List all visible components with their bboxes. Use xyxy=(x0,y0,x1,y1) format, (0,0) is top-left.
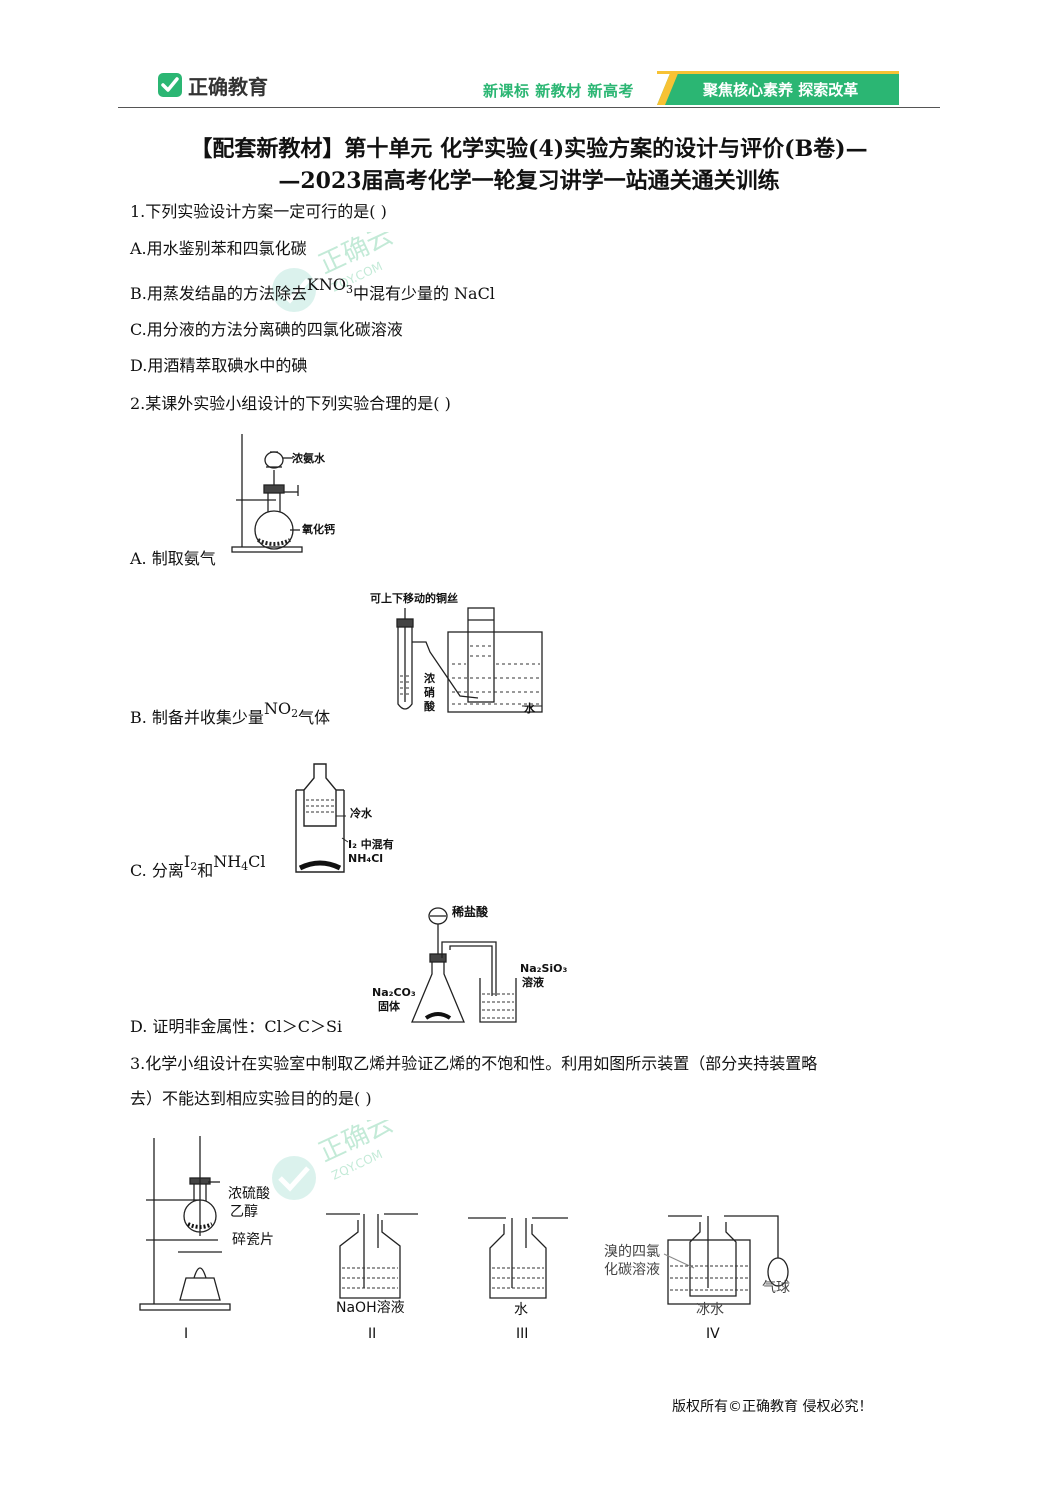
fig3-numeral-4: IV xyxy=(706,1326,720,1342)
q2-figure-d: 稀盐酸 Na₂CO₃ 固体 Na₂SiO₃ 溶液 xyxy=(372,904,567,1023)
fig3-numeral-1: I xyxy=(184,1326,188,1342)
fig3-label-bromine-2: 化碳溶液 xyxy=(604,1262,660,1278)
header-divider xyxy=(118,107,940,108)
q1-option-b-post: 中混有少量的 NaCl xyxy=(352,284,495,303)
fig3-label-naoh: NaOH溶液 xyxy=(336,1300,405,1316)
watermark-logo-2: 正确云 ZQY.COM xyxy=(272,1120,398,1200)
header-banner-text: 聚焦核心素养 探索改革 xyxy=(703,81,859,99)
fig3-numeral-3: III xyxy=(516,1326,528,1342)
q1-option-b-pre: B.用蒸发结晶的方法除去 xyxy=(130,284,307,303)
q1-stem: 1.下列实验设计方案一定可行的是( ) xyxy=(130,202,387,221)
fig3-label-bromine-1: 溴的四氯 xyxy=(604,1244,660,1260)
q3-stem-line-1: 3.化学小组设计在实验室中制取乙烯并验证乙烯的不饱和性。利用如图所示装置（部分夹… xyxy=(130,1054,818,1073)
fig3-label-balloon: 气球 xyxy=(762,1280,790,1296)
q2-stem: 2.某课外实验小组设计的下列实验合理的是( ) xyxy=(130,394,451,413)
logo-text: 正确教育 xyxy=(188,74,268,99)
q1-option-c: C.用分液的方法分离碘的四氯化碳溶液 xyxy=(130,320,403,339)
fig-d-label-na2co3-1: Na₂CO₃ xyxy=(372,986,416,999)
fig-c-label-mix-2: NH₄Cl xyxy=(348,852,383,865)
q2-figure-a: 浓氨水 氧化钙 xyxy=(231,434,335,553)
brand-logo: 正确教育 xyxy=(158,70,268,100)
watermark-logo: 正确云 ZQY.COM xyxy=(272,232,398,312)
checkmark-icon xyxy=(158,73,182,97)
q2-option-c-pre: C. 分离 xyxy=(130,861,184,880)
q2-option-c-formula-1: I2 xyxy=(183,852,198,873)
q1-option-a: A.用水鉴别苯和四氯化碳 xyxy=(130,239,307,258)
fig-d-label-na2sio3-2: 溶液 xyxy=(522,975,545,989)
q2-option-a: A. 制取氨气 xyxy=(130,549,216,568)
fig3-label-ethanol: 乙醇 xyxy=(230,1203,258,1220)
fig-b-label-water: 水 xyxy=(524,701,536,715)
fig-d-label-na2sio3-1: Na₂SiO₃ xyxy=(520,962,567,975)
header-slogan: 新课标 新教材 新高考 xyxy=(483,82,634,100)
fig-b-label-copper: 可上下移动的铜丝 xyxy=(370,591,458,605)
fig-b-label-acid-2: 硝 xyxy=(424,685,435,699)
q2-option-b: B. 制备并收集少量NO2气体 xyxy=(130,699,331,734)
document-title: 【配套新教材】第十单元 化学实验(4)实验方案的设计与评价(B卷)— —2023… xyxy=(118,133,940,197)
q1-option-d: D.用酒精萃取碘水中的碘 xyxy=(130,356,308,375)
fig-d-label-hcl: 稀盐酸 xyxy=(452,904,489,919)
fig3-numeral-2: II xyxy=(368,1326,376,1342)
fig-c-label-mix-1: I₂ 中混有 xyxy=(348,837,394,851)
q1-option-b-formula: KNO3 xyxy=(306,275,353,296)
fig-c-label-cold: 冷水 xyxy=(350,806,373,820)
fig-a-label-cao: 氧化钙 xyxy=(301,522,335,536)
q1-option-b: B.用蒸发结晶的方法除去KNO3中混有少量的 NaCl xyxy=(130,275,495,310)
q2-option-b-pre: B. 制备并收集少量 xyxy=(130,708,264,727)
title-line-1: 【配套新教材】第十单元 化学实验(4)实验方案的设计与评价(B卷)— xyxy=(190,136,868,162)
q2-option-d: D. 证明非金属性：Cl＞C＞Si xyxy=(130,1017,343,1036)
fig3-label-icewater: 冰水 xyxy=(696,1302,724,1318)
q2-figure-c: 冷水 I₂ 中混有 NH₄Cl xyxy=(295,763,394,873)
fig-b-label-acid-3: 酸 xyxy=(424,699,436,713)
title-line-2: —2023届高考化学一轮复习讲学一站通关通关训练 xyxy=(278,168,780,194)
fig-d-label-na2co3-2: 固体 xyxy=(378,999,401,1013)
q2-figure-b: 可上下移动的铜丝 浓 硝 酸 水 xyxy=(370,591,543,715)
fig3-label-water: 水 xyxy=(514,1302,528,1318)
q2-option-c-mid: 和 xyxy=(197,861,214,880)
copyright-footer: 版权所有©正确教育 侵权必究！ xyxy=(672,1399,873,1415)
fig3-label-porcelain: 碎瓷片 xyxy=(232,1232,274,1248)
fig3-label-h2so4: 浓硫酸 xyxy=(228,1186,270,1202)
q2-option-c-formula-2: NH4Cl xyxy=(213,852,266,873)
q3-figure: 浓硫酸 乙醇 碎瓷片 I NaOH溶液 II 水 III xyxy=(139,1136,790,1342)
header-banner xyxy=(657,71,899,105)
fig-a-label-ammonia: 浓氨水 xyxy=(292,451,326,465)
q2-option-b-formula: NO2 xyxy=(263,699,299,720)
q2-option-b-post: 气体 xyxy=(298,708,331,727)
fig-b-label-acid-1: 浓 xyxy=(424,671,436,685)
q2-option-c: C. 分离I2和NH4Cl xyxy=(130,852,266,887)
q3-stem-line-2: 去）不能达到相应实验目的的是( ) xyxy=(130,1089,372,1108)
